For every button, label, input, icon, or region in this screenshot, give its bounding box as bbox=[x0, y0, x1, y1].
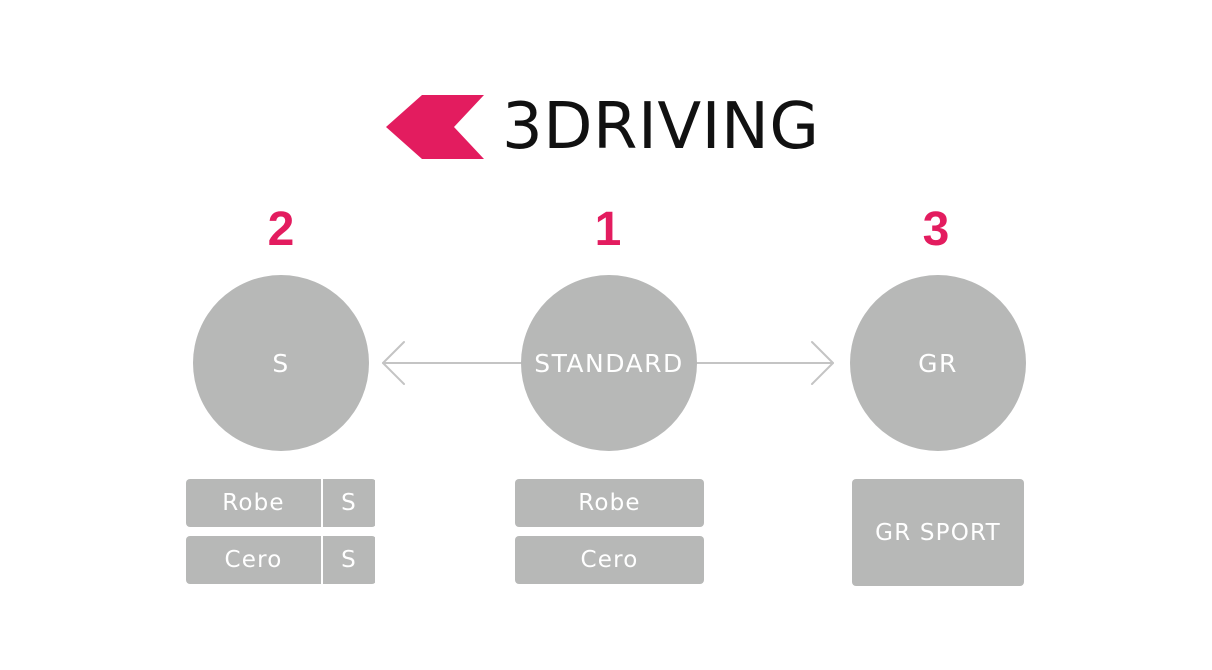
variant-cero: Cero bbox=[515, 536, 704, 584]
variant-name: Cero bbox=[186, 536, 321, 584]
arrow-head-left-icon bbox=[382, 341, 405, 385]
node-gr: GR bbox=[850, 275, 1026, 451]
node-standard-label: STANDARD bbox=[534, 348, 684, 378]
node-s: S bbox=[193, 275, 369, 451]
rank-number-center: 1 bbox=[594, 203, 622, 256]
variant-gr-sport: GR SPORT bbox=[852, 479, 1024, 586]
node-gr-label: GR bbox=[918, 348, 958, 378]
variant-name: Robe bbox=[186, 479, 321, 527]
rank-number-right: 3 bbox=[922, 203, 950, 256]
node-standard: STANDARD bbox=[521, 275, 697, 451]
arrow-head-right-icon bbox=[811, 341, 834, 385]
variant-cero-s: Cero S bbox=[186, 536, 376, 584]
variant-suffix: S bbox=[321, 536, 375, 584]
brand-name: 3DRIVING bbox=[502, 90, 820, 164]
rank-number-left: 2 bbox=[267, 203, 295, 256]
brand-logo: 3DRIVING bbox=[386, 92, 819, 162]
variant-suffix: S bbox=[321, 479, 375, 527]
variant-robe: Robe bbox=[515, 479, 704, 527]
node-s-label: S bbox=[272, 348, 290, 378]
chevron-left-icon bbox=[386, 95, 484, 159]
variant-robe-s: Robe S bbox=[186, 479, 376, 527]
